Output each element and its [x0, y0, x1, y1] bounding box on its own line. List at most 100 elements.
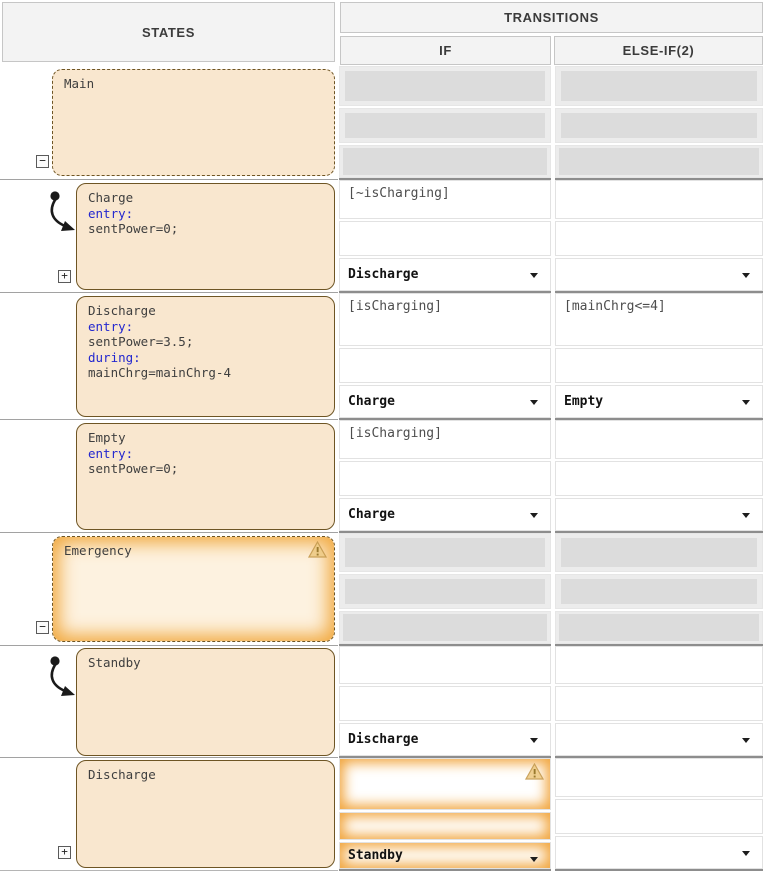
destination-label: Discharge: [348, 732, 419, 747]
chevron-down-icon: [530, 273, 538, 278]
elseif-action-cell[interactable]: [555, 799, 763, 834]
if-condition-cell[interactable]: [~isCharging]: [339, 180, 551, 219]
state-discharge-2[interactable]: Discharge: [76, 760, 335, 868]
disabled-cell-fill: [343, 614, 547, 641]
state-label: Discharge: [88, 303, 156, 318]
elseif-destination-dropdown[interactable]: [555, 723, 763, 756]
if-destination-dropdown[interactable]: Charge: [339, 385, 551, 418]
state-label: Emergency: [64, 543, 132, 558]
elseif-action-cell[interactable]: [555, 461, 763, 496]
state-keyword: entry:: [88, 318, 134, 334]
destination-label: Charge: [348, 394, 395, 409]
expand-button[interactable]: +: [58, 846, 71, 859]
collapse-button[interactable]: −: [36, 621, 49, 634]
disabled-cell-fill: [561, 538, 757, 567]
state-discharge[interactable]: Discharge entry: sentPower=3.5; during: …: [76, 296, 335, 417]
transitions-cells: [isCharging] Charge [mainChrg<=4] Empty: [338, 293, 765, 420]
state-charge[interactable]: Charge entry: sentPower=0;: [76, 183, 335, 290]
disabled-cell-fill: [561, 579, 757, 604]
elseif-destination-cell: [555, 611, 763, 644]
elseif-condition-cell: [555, 66, 763, 106]
elseif-destination-cell: [555, 145, 763, 178]
state-emergency[interactable]: Emergency: [52, 536, 335, 642]
state-empty[interactable]: Empty entry: sentPower=0;: [76, 423, 335, 530]
transitions-column-header: TRANSITIONS: [340, 2, 763, 33]
state-code: sentPower=0;: [88, 461, 179, 476]
if-action-cell: [339, 108, 551, 143]
state-code: sentPower=0;: [88, 221, 179, 236]
elseif-column-header: ELSE-IF(2): [554, 36, 763, 65]
if-action-cell[interactable]: [339, 221, 551, 256]
elseif-action-cell[interactable]: [555, 686, 763, 721]
warning-icon: [525, 763, 544, 780]
if-condition-cell[interactable]: [isCharging]: [339, 420, 551, 459]
if-column-header: IF: [340, 36, 551, 65]
if-destination-dropdown[interactable]: Charge: [339, 498, 551, 531]
states-column-header: STATES: [2, 2, 335, 62]
elseif-condition-cell[interactable]: [mainChrg<=4]: [555, 293, 763, 346]
transitions-cells: [338, 66, 765, 180]
destination-label: Discharge: [348, 267, 419, 282]
expand-button[interactable]: +: [58, 270, 71, 283]
elseif-condition-cell[interactable]: [555, 758, 763, 797]
elseif-condition-cell[interactable]: [555, 646, 763, 684]
elseif-destination-dropdown[interactable]: [555, 836, 763, 869]
elseif-destination-dropdown[interactable]: [555, 498, 763, 531]
disabled-cell-fill: [561, 113, 757, 138]
if-action-cell[interactable]: [339, 461, 551, 496]
elseif-destination-dropdown[interactable]: Empty: [555, 385, 763, 418]
chevron-down-icon: [742, 738, 750, 743]
if-destination-cell: [339, 611, 551, 644]
disabled-cell-fill: [345, 113, 545, 138]
transitions-cells: Discharge: [338, 646, 765, 758]
if-destination-dropdown[interactable]: Discharge: [339, 723, 551, 756]
chevron-down-icon: [530, 738, 538, 743]
state-main[interactable]: Main: [52, 69, 335, 176]
if-action-cell[interactable]: [339, 812, 551, 841]
if-action-cell[interactable]: [339, 686, 551, 721]
if-condition-cell[interactable]: [isCharging]: [339, 293, 551, 346]
if-condition-cell[interactable]: [339, 758, 551, 810]
elseif-action-cell: [555, 108, 763, 143]
transitions-cells: [~isCharging] Discharge: [338, 180, 765, 293]
states-cell: Standby: [0, 646, 338, 758]
chevron-down-icon: [742, 273, 750, 278]
transitions-cells: [isCharging] Charge: [338, 420, 765, 533]
elseif-action-cell: [555, 574, 763, 609]
destination-label: Standby: [348, 848, 403, 864]
elseif-condition-cell[interactable]: [555, 180, 763, 219]
transitions-cells: Standby: [338, 758, 765, 871]
state-keyword: entry:: [88, 205, 134, 221]
chevron-down-icon: [742, 400, 750, 405]
default-transition-icon: [50, 656, 75, 696]
states-cell: Discharge +: [0, 758, 338, 871]
table-row-main: Main −: [0, 66, 765, 180]
if-destination-dropdown[interactable]: Discharge: [339, 258, 551, 291]
state-label: Discharge: [88, 767, 156, 782]
states-cell: Main −: [0, 66, 338, 180]
warning-icon: [308, 541, 327, 558]
destination-label: Charge: [348, 507, 395, 522]
elseif-destination-dropdown[interactable]: [555, 258, 763, 291]
state-label: Empty: [88, 430, 126, 445]
default-transition-icon: [50, 191, 75, 231]
if-action-cell[interactable]: [339, 348, 551, 383]
collapse-button[interactable]: −: [36, 155, 49, 168]
disabled-cell-fill: [345, 71, 545, 101]
chevron-down-icon: [530, 857, 538, 863]
chevron-down-icon: [742, 851, 750, 856]
elseif-action-cell[interactable]: [555, 348, 763, 383]
if-destination-dropdown[interactable]: Standby: [339, 842, 551, 869]
state-standby[interactable]: Standby: [76, 648, 335, 756]
state-code: mainChrg=mainChrg-4: [88, 365, 231, 380]
disabled-cell-fill: [559, 614, 759, 641]
if-condition-cell[interactable]: [339, 646, 551, 684]
elseif-condition-cell[interactable]: [555, 420, 763, 459]
if-action-cell: [339, 574, 551, 609]
state-label: Main: [64, 76, 95, 91]
elseif-action-cell[interactable]: [555, 221, 763, 256]
elseif-condition-cell: [555, 533, 763, 572]
disabled-cell-fill: [343, 148, 547, 175]
table-row-discharge: Discharge entry: sentPower=3.5; during: …: [0, 293, 765, 420]
